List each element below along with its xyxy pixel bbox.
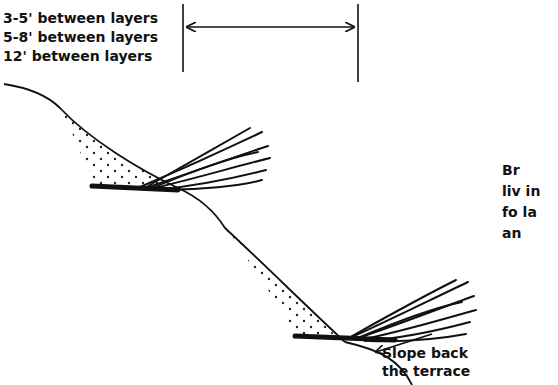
brush-layer-upper <box>140 128 270 190</box>
spacing-note: 12' between layers <box>3 47 152 65</box>
spacing-note: 3-5' between layers <box>3 9 158 27</box>
spacing-note: 5-8' between layers <box>3 28 158 46</box>
dimension-marks <box>183 4 358 82</box>
slope-note: Slope back the terrace <box>382 344 482 380</box>
upper-terrace <box>4 84 178 190</box>
brush-layer-lower <box>350 280 476 341</box>
lower-terrace <box>178 188 412 385</box>
brush-note: Br liv in fo la an <box>502 160 542 244</box>
